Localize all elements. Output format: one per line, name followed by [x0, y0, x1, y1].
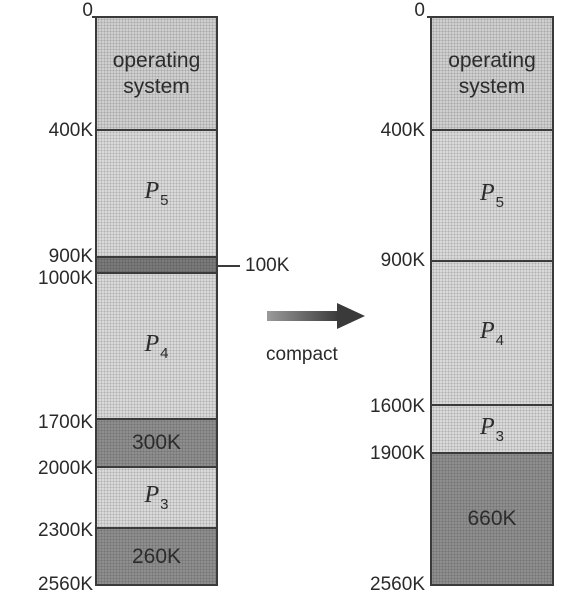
- right-tick-0: [427, 16, 433, 18]
- right-p4-block: P4: [432, 262, 552, 406]
- left-100k-hole-block: [97, 258, 216, 274]
- right-addr-2560k: 2560K: [370, 574, 425, 595]
- left-tick-0: [92, 16, 98, 18]
- hole-100k-leader: [216, 265, 240, 267]
- right-addr-400k: 400K: [380, 120, 425, 141]
- compact-label: compact: [266, 344, 338, 365]
- left-p3-label: P3: [144, 482, 169, 513]
- right-p4-label: P4: [479, 317, 504, 349]
- left-p3-block: P3: [97, 468, 216, 529]
- left-300k-label: 300K: [131, 431, 182, 454]
- right-memory-column: operating system P5 P4 P3 660K: [430, 16, 554, 586]
- left-300k-hole-block: 300K: [97, 420, 216, 468]
- left-260k-label: 260K: [131, 544, 182, 568]
- right-p3-label: P3: [479, 413, 504, 445]
- left-addr-1000k: 1000K: [38, 268, 93, 289]
- left-260k-hole-block: 260K: [97, 529, 216, 584]
- left-addr-1700k: 1700K: [38, 412, 93, 433]
- left-addr-2560k: 2560K: [38, 574, 93, 595]
- right-660k-hole-block: 660K: [432, 454, 552, 584]
- hole-100k-label: 100K: [245, 255, 290, 276]
- left-addr-400k: 400K: [48, 120, 93, 141]
- right-660k-label: 660K: [467, 507, 517, 530]
- left-p5-label: P5: [144, 178, 169, 209]
- right-addr-0: 0: [414, 0, 425, 21]
- right-p3-block: P3: [432, 406, 552, 454]
- left-os-block: operating system: [97, 18, 216, 131]
- right-addr-1900k: 1900K: [370, 443, 425, 464]
- right-addr-1600k: 1600K: [370, 396, 425, 417]
- right-os-block: operating system: [432, 18, 552, 131]
- left-p4-block: P4: [97, 274, 216, 420]
- left-p5-block: P5: [97, 131, 216, 258]
- right-p5-block: P5: [432, 131, 552, 262]
- left-addr-2000k: 2000K: [38, 458, 93, 479]
- left-addr-0: 0: [82, 0, 93, 21]
- left-os-label: operating system: [112, 48, 201, 98]
- left-addr-900k: 900K: [48, 246, 93, 267]
- left-memory-column: operating system P5 P4 300K P3 260K: [95, 16, 218, 586]
- right-os-label: operating system: [448, 48, 536, 98]
- compact-arrow-icon: [267, 303, 365, 329]
- right-p5-label: P5: [479, 180, 504, 211]
- right-addr-900k: 900K: [380, 250, 425, 271]
- left-addr-2300k: 2300K: [38, 520, 93, 541]
- left-p4-label: P4: [144, 330, 169, 362]
